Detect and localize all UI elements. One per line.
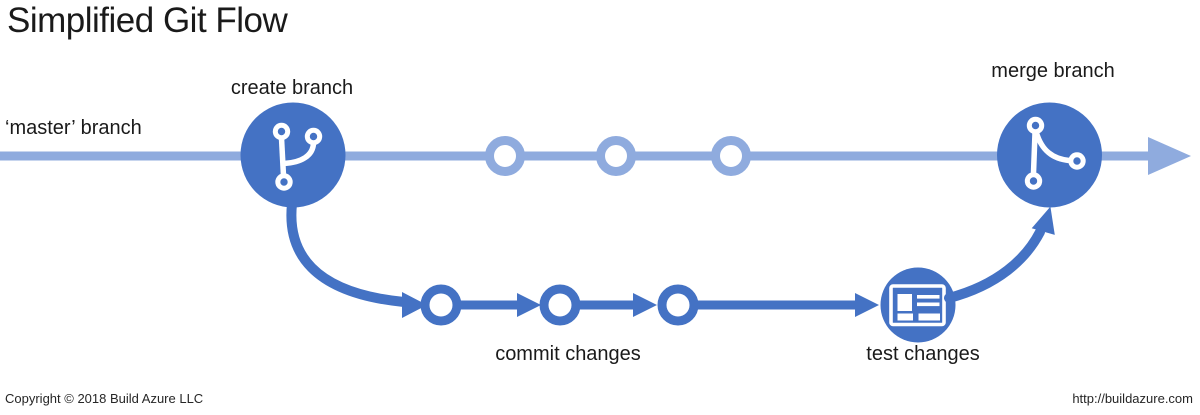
arrowhead-icon bbox=[517, 293, 541, 317]
test-changes-node bbox=[880, 267, 956, 343]
master-commit-nodes bbox=[485, 136, 751, 176]
master-branch-line bbox=[0, 137, 1191, 175]
merge-branch-label: merge branch bbox=[991, 60, 1115, 82]
create-node-circle bbox=[240, 102, 346, 208]
figure-title: Simplified Git Flow bbox=[7, 1, 288, 40]
master-commit-node bbox=[596, 136, 636, 176]
arrowhead-icon bbox=[402, 292, 427, 318]
create-branch-node bbox=[240, 102, 346, 208]
master-commit-node bbox=[485, 136, 525, 176]
git-merge-icon bbox=[1024, 116, 1086, 190]
master-branch-label: ‘master’ branch bbox=[5, 117, 142, 139]
test-changes-label: test changes bbox=[866, 343, 980, 365]
copyright-text: Copyright © 2018 Build Azure LLC bbox=[5, 391, 204, 406]
arrowhead-icon bbox=[855, 293, 879, 317]
create-branch-label: create branch bbox=[230, 77, 354, 99]
commit-changes-label: commit changes bbox=[495, 343, 641, 365]
branch-out-curve bbox=[286, 199, 409, 307]
arrowhead-icon bbox=[633, 293, 657, 317]
site-url-text: http://buildazure.com bbox=[1072, 391, 1193, 406]
feature-commit-node bbox=[420, 284, 462, 326]
branch-in-curve bbox=[944, 227, 1045, 303]
merge-branch-node bbox=[997, 102, 1102, 208]
browser-window-icon bbox=[889, 284, 946, 327]
feature-commit-node bbox=[657, 284, 699, 326]
git-branch-icon bbox=[272, 122, 323, 191]
master-arrowhead-icon bbox=[1148, 137, 1191, 175]
feature-commit-node bbox=[539, 284, 581, 326]
feature-branch bbox=[286, 199, 1055, 343]
arrowhead-up-icon bbox=[1031, 206, 1055, 235]
master-commit-node bbox=[711, 136, 751, 176]
